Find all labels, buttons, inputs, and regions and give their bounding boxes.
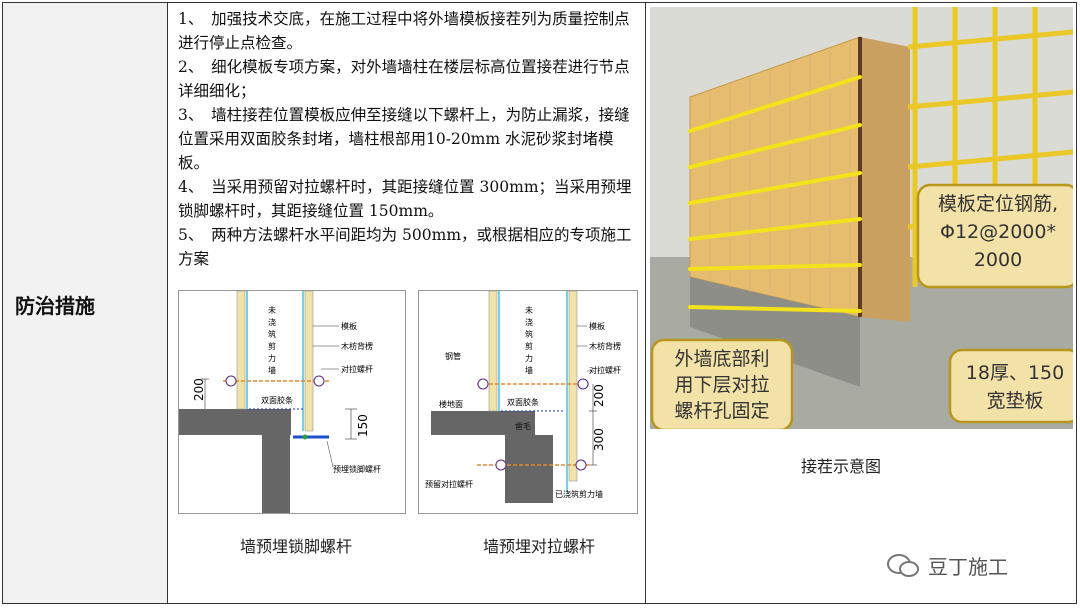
label-roughen: 凿毛 [515, 421, 531, 431]
svg-text:剪: 剪 [268, 341, 276, 351]
svg-text:双面胶条: 双面胶条 [507, 397, 539, 407]
svg-text:模板: 模板 [589, 321, 605, 331]
svg-text:模板定位钢筋,: 模板定位钢筋, [938, 193, 1058, 215]
svg-text:300: 300 [592, 428, 606, 451]
floor-slab [179, 409, 291, 435]
svg-text:200: 200 [592, 384, 606, 407]
label-floor: 楼地面 [439, 399, 463, 409]
measure-item-3: 3、 墙柱接茬位置模板应伸至接缝以下螺杆上，为防止漏浆，接缝位置采用双面胶条封堵… [178, 106, 630, 172]
callout-rebar: 模板定位钢筋, Φ12@2000* 2000 [916, 183, 1073, 289]
svg-text:剪: 剪 [525, 341, 533, 351]
label-anchor-bolt: 预埋锁脚螺杆 [333, 464, 381, 474]
formwork-right [304, 291, 314, 432]
label-steel-pipe: 钢管 [445, 351, 461, 361]
svg-text:用下层对拉: 用下层对拉 [674, 374, 769, 396]
svg-text:筑: 筑 [268, 329, 276, 339]
svg-text:力: 力 [525, 353, 533, 363]
svg-text:未: 未 [525, 305, 533, 315]
svg-text:筑: 筑 [525, 329, 533, 339]
measure-item-1: 1、 加强技术交底，在施工过程中将外墙模板接茬列为质量控制点进行停止点检查。 [178, 10, 630, 52]
dim-200: 200 [192, 378, 206, 401]
wechat-icon [887, 553, 919, 577]
watermark: 豆丁施工 [886, 551, 1008, 580]
label-formwork: 模板 [341, 321, 357, 331]
row-label-cell: 防治措施 [3, 3, 168, 603]
svg-text:Φ12@2000*: Φ12@2000* [940, 221, 1056, 243]
formwork-left [236, 291, 246, 410]
photo-cell: 模板定位钢筋, Φ12@2000* 2000 外墙底部利 用下层对拉 螺杆孔固定… [646, 3, 1076, 603]
svg-text:2000: 2000 [974, 249, 1022, 271]
floor-slab [431, 411, 535, 435]
svg-text:对拉螺杆: 对拉螺杆 [589, 365, 621, 375]
svg-text:螺杆孔固定: 螺杆孔固定 [674, 400, 769, 422]
poured-wall [505, 435, 553, 503]
svg-text:力: 力 [268, 353, 276, 363]
label-reserved-bolt: 预留对拉螺杆 [425, 479, 473, 489]
callout-bottom: 外墙底部利 用下层对拉 螺杆孔固定 [650, 338, 794, 429]
wall-text-1: 未 [268, 305, 276, 315]
lower-wall [262, 435, 290, 513]
label-tie-bolt: 对拉螺杆 [341, 364, 373, 374]
caption-tie-bolt: 墙预埋对拉螺杆 [483, 537, 596, 556]
measures-cell: 1、 加强技术交底，在施工过程中将外墙模板接茬列为质量控制点进行停止点检查。 2… [168, 3, 646, 603]
row-label: 防治措施 [15, 294, 95, 318]
formwork-photo: 模板定位钢筋, Φ12@2000* 2000 外墙底部利 用下层对拉 螺杆孔固定… [650, 7, 1073, 429]
dim-150: 150 [356, 414, 370, 437]
callout-pad: 18厚、150 宽垫板 [948, 348, 1073, 424]
label-tape: 双面胶条 [261, 395, 293, 405]
svg-text:墙: 墙 [525, 365, 533, 375]
figure-tie-bolt: 未 浇 筑 剪 力 墙 模板 木枋背楞 对拉螺杆 钢管 楼地面 双面胶条 凿毛 [418, 290, 638, 514]
svg-text:18厚、150: 18厚、150 [966, 362, 1064, 384]
svg-text:外墙底部利: 外墙底部利 [674, 348, 769, 370]
photo-caption: 接茬示意图 [801, 457, 882, 476]
figure-anchor-bolt: 未 浇 筑 剪 力 墙 模板 木枋背楞 对拉螺杆 双面胶条 预埋锁脚螺杆 [178, 290, 406, 514]
measure-item-4: 4、 当采用预留对拉螺杆时，其距接缝位置 300mm；当采用预埋锁脚螺杆时，其距… [178, 178, 632, 220]
svg-text:墙: 墙 [268, 365, 276, 375]
svg-text:浇: 浇 [525, 317, 533, 327]
watermark-text: 豆丁施工 [928, 555, 1008, 579]
svg-text:木枋背楞: 木枋背楞 [589, 341, 621, 351]
label-timber: 木枋背楞 [341, 341, 373, 351]
measure-item-2: 2、 细化模板专项方案，对外墙墙柱在楼层标高位置接茬进行节点详细细化； [178, 58, 630, 100]
caption-anchor-bolt: 墙预埋锁脚螺杆 [240, 537, 353, 556]
measures-list: 1、 加强技术交底，在施工过程中将外墙模板接茬列为质量控制点进行停止点检查。 2… [178, 7, 640, 271]
svg-text:宽垫板: 宽垫板 [986, 390, 1043, 412]
label-poured-wall: 已浇筑剪力墙 [555, 489, 603, 499]
svg-text:浇: 浇 [268, 317, 276, 327]
measure-item-5: 5、 两种方法螺杆水平间距均为 500mm，或根据相应的专项施工方案 [178, 226, 632, 268]
